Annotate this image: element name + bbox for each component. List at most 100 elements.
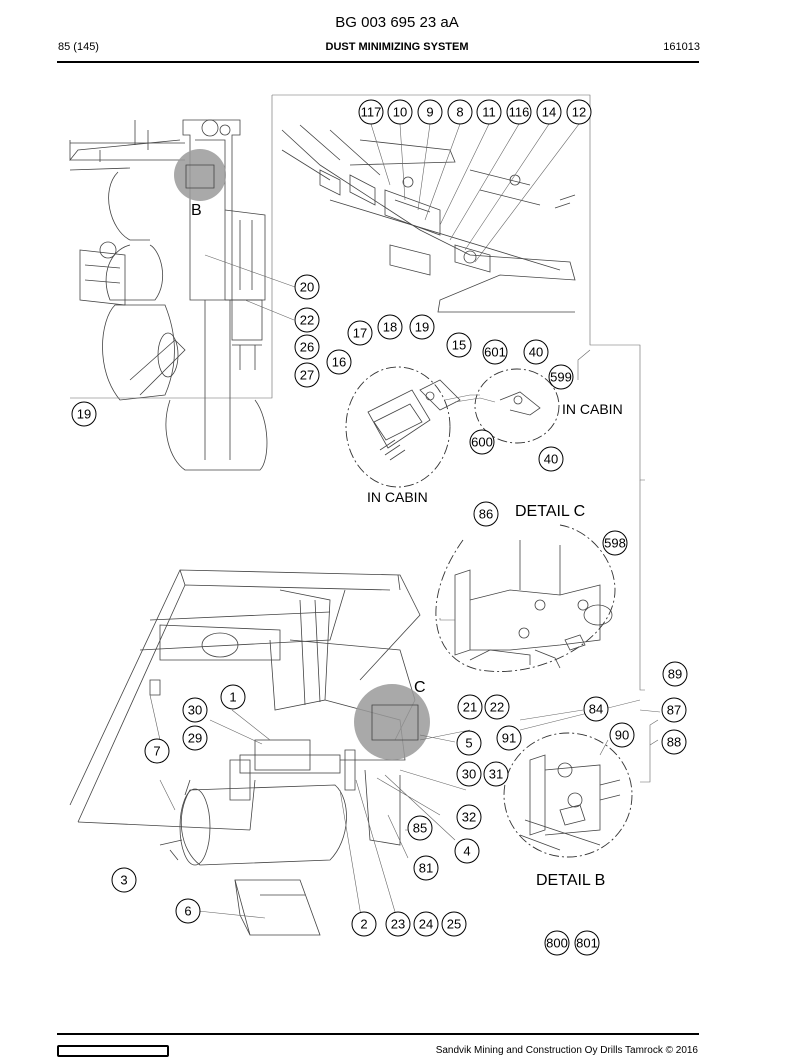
- callout-4: 4: [454, 838, 480, 864]
- svg-text:30: 30: [188, 703, 202, 718]
- callout-1: 1: [220, 684, 246, 710]
- svg-text:90: 90: [615, 728, 629, 743]
- callout-17: 17: [347, 320, 373, 346]
- page-number: 85 (145): [58, 41, 99, 53]
- callout-90: 90: [609, 722, 635, 748]
- view-frame-top-left: B: [69, 94, 645, 481]
- document-date: 161013: [663, 41, 700, 53]
- svg-text:117: 117: [361, 105, 382, 120]
- svg-text:801: 801: [576, 936, 598, 951]
- callout-20: 20: [294, 274, 320, 300]
- svg-text:40: 40: [544, 452, 558, 467]
- svg-text:81: 81: [419, 861, 433, 876]
- valve-block-view: [281, 123, 580, 313]
- svg-text:24: 24: [419, 917, 433, 932]
- callout-16: 16: [326, 349, 352, 375]
- svg-text:6: 6: [184, 904, 191, 919]
- callout-21: 21: [457, 694, 483, 720]
- callout-14: 14: [536, 99, 562, 125]
- callout-11: 11: [476, 99, 502, 125]
- svg-text:87: 87: [667, 703, 681, 718]
- svg-text:25: 25: [447, 917, 461, 932]
- footer-rule: [57, 1033, 699, 1035]
- svg-text:10: 10: [393, 105, 407, 120]
- svg-text:14: 14: [542, 105, 556, 120]
- svg-text:88: 88: [667, 735, 681, 750]
- callout-86: 86: [473, 501, 499, 527]
- callout-12: 12: [566, 99, 592, 125]
- svg-text:20: 20: [300, 280, 314, 295]
- callout-5: 5: [456, 730, 482, 756]
- callout-32: 32: [456, 804, 482, 830]
- svg-text:9: 9: [426, 105, 433, 120]
- svg-text:30: 30: [462, 767, 476, 782]
- detail-c-view: DETAIL C: [435, 480, 659, 783]
- svg-text:7: 7: [153, 744, 160, 759]
- detail-b-letter: B: [191, 202, 202, 219]
- svg-text:85: 85: [413, 821, 427, 836]
- callout-29: 29: [182, 725, 208, 751]
- svg-text:600: 600: [471, 435, 493, 450]
- svg-text:32: 32: [462, 810, 476, 825]
- callout-40-bottom: 40: [538, 446, 564, 472]
- svg-text:29: 29: [188, 731, 202, 746]
- callout-88: 88: [661, 729, 687, 755]
- svg-text:116: 116: [509, 105, 530, 120]
- callout-15: 15: [446, 332, 472, 358]
- frame-assembly-view: C: [69, 569, 661, 936]
- callout-116: 116: [506, 99, 532, 125]
- svg-text:22: 22: [300, 313, 314, 328]
- callout-800: 800: [544, 930, 570, 956]
- callout-19-cabin: 19: [409, 314, 435, 340]
- company-logo: [57, 1045, 169, 1057]
- svg-text:26: 26: [300, 340, 314, 355]
- svg-text:89: 89: [668, 667, 682, 682]
- svg-text:800: 800: [546, 936, 568, 951]
- svg-text:86: 86: [479, 507, 493, 522]
- callout-3: 3: [111, 867, 137, 893]
- callout-7: 7: [144, 738, 170, 764]
- callout-18: 18: [377, 314, 403, 340]
- callout-89: 89: [662, 661, 688, 687]
- svg-text:18: 18: [383, 320, 397, 335]
- footer-copyright: Sandvik Mining and Construction Oy Drill…: [435, 1045, 698, 1056]
- callout-81: 81: [413, 855, 439, 881]
- callout-40-top: 40: [523, 339, 549, 365]
- svg-text:601: 601: [484, 345, 506, 360]
- svg-text:15: 15: [452, 338, 466, 353]
- svg-text:27: 27: [300, 368, 314, 383]
- callout-25: 25: [441, 911, 467, 937]
- svg-text:5: 5: [465, 736, 472, 751]
- callout-24: 24: [413, 911, 439, 937]
- callout-91: 91: [496, 725, 522, 751]
- svg-text:91: 91: [502, 731, 516, 746]
- svg-text:12: 12: [572, 105, 586, 120]
- svg-text:4: 4: [463, 844, 470, 859]
- callout-10: 10: [387, 99, 413, 125]
- callout-19-left: 19: [71, 401, 97, 427]
- detail-c-letter: C: [414, 679, 426, 696]
- svg-text:598: 598: [604, 536, 626, 551]
- in-cabin-label-2: IN CABIN: [367, 489, 428, 505]
- detail-b-title: DETAIL B: [536, 872, 605, 889]
- svg-text:19: 19: [415, 320, 429, 335]
- callout-8: 8: [447, 99, 473, 125]
- svg-text:599: 599: [550, 370, 572, 385]
- callout-2: 2: [351, 911, 377, 937]
- callout-27: 27: [294, 362, 320, 388]
- callout-87: 87: [661, 697, 687, 723]
- svg-text:84: 84: [589, 702, 603, 717]
- svg-text:8: 8: [456, 105, 463, 120]
- callout-599: 599: [548, 364, 574, 390]
- callout-22-right: 22: [484, 694, 510, 720]
- svg-text:11: 11: [482, 105, 496, 120]
- svg-text:3: 3: [120, 873, 127, 888]
- callout-85: 85: [407, 815, 433, 841]
- svg-text:21: 21: [463, 700, 477, 715]
- callout-26: 26: [294, 334, 320, 360]
- detail-c-marker: [354, 684, 430, 760]
- svg-text:40: 40: [529, 345, 543, 360]
- svg-text:1: 1: [229, 690, 236, 705]
- callout-600: 600: [469, 429, 495, 455]
